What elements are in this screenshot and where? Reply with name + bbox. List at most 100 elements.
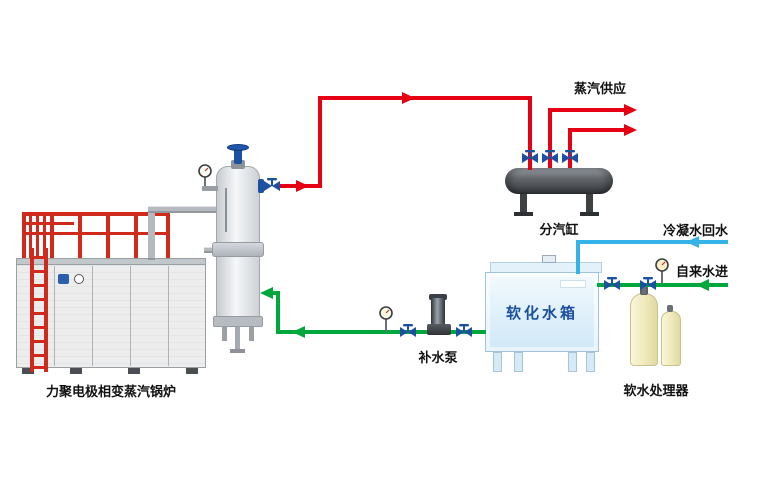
- boiler-ladder-rung: [30, 270, 48, 273]
- boiler-railing-mesh-bar: [29, 214, 32, 258]
- label-steam-header: 分汽缸: [539, 223, 579, 238]
- valve-icon: [264, 178, 280, 191]
- steam-pipe-drop-to-header: [528, 96, 532, 170]
- steam-vessel-flange-band: [212, 242, 264, 257]
- label-steam-supply: 蒸汽供应: [574, 82, 627, 97]
- tank-leg: [586, 352, 595, 372]
- boiler-railing-mesh-bar: [36, 214, 39, 258]
- pump-motor-body: [431, 298, 445, 325]
- soft-water-processor-brine-cap: [667, 305, 673, 312]
- steam-supply-stub-2: [568, 130, 572, 168]
- boiler-railing-post: [22, 212, 26, 258]
- steam-supply-line-1: [548, 108, 628, 112]
- valve-icon: [522, 150, 538, 163]
- steam-pipe-main-run: [318, 96, 532, 100]
- vessel-top-valve-collar: [231, 160, 245, 169]
- feed-pump: [427, 294, 451, 336]
- boiler-railing-mid: [22, 232, 170, 235]
- flow-arrow-right-icon: [624, 104, 637, 116]
- pump-base: [427, 324, 451, 335]
- steam-vessel-sight-glass: [225, 188, 227, 232]
- boiler-ladder-rung: [30, 326, 48, 329]
- steam-header-foot: [580, 212, 599, 216]
- softened-water-tank-label: 软化水箱: [505, 304, 578, 322]
- flow-arrow-left-icon: [686, 236, 699, 248]
- tap-water-pipe-run: [597, 283, 728, 287]
- soft-water-processor-brine-tank: [661, 311, 681, 366]
- condensate-pipe-drop: [576, 240, 580, 274]
- label-boiler: 力聚电极相变蒸汽锅炉: [45, 385, 176, 400]
- steam-header-foot: [514, 212, 533, 216]
- boiler-panel-line: [54, 266, 55, 366]
- condensate-pipe-run: [576, 240, 728, 244]
- label-condensate-return: 冷凝水回水: [662, 224, 728, 239]
- boiler-foot: [186, 368, 198, 374]
- tank-leg: [568, 352, 577, 372]
- pressure-gauge-icon: [379, 306, 393, 332]
- feed-water-pipe-riser: [276, 291, 280, 334]
- vessel-top-valve-handwheel-icon: [227, 144, 249, 151]
- boiler-control-box: [58, 274, 69, 284]
- boiler-railing-low-left: [22, 222, 74, 225]
- boiler-panel-line: [168, 266, 169, 366]
- vessel-left-fitting: [202, 186, 218, 191]
- flow-arrow-right-icon: [402, 92, 415, 104]
- steam-supply-stub-1: [548, 110, 552, 168]
- boiler-to-vessel-pipe-vertical: [148, 206, 155, 260]
- tank-leg: [493, 352, 502, 372]
- steam-vessel-leg: [222, 327, 227, 341]
- label-tap-water-inlet: 自来水进: [675, 265, 728, 280]
- boiler-gauge-icon: [74, 274, 84, 284]
- steam-vessel-leg: [249, 327, 254, 341]
- boiler-railing-post: [134, 212, 138, 258]
- steam-vessel-drain-foot: [230, 349, 245, 353]
- boiler-railing-post: [166, 212, 170, 258]
- boiler-railing-top: [22, 212, 170, 216]
- flow-arrow-right-icon: [624, 124, 637, 136]
- label-soft-water-processor: 软水处理器: [623, 384, 689, 399]
- steam-pipe-riser: [318, 96, 322, 188]
- processor-inlet-stem: [642, 287, 646, 294]
- vessel-outlet-flange: [258, 179, 264, 193]
- steam-header-body: [505, 168, 613, 194]
- boiler-ladder-rung: [30, 298, 48, 301]
- feed-water-pipe-run: [276, 330, 486, 334]
- steam-header-leg: [520, 192, 527, 214]
- boiler-ladder-rung: [30, 340, 48, 343]
- boiler-panel-line: [130, 266, 131, 366]
- flow-arrow-right-icon: [296, 180, 309, 192]
- boiler-foot: [22, 368, 34, 374]
- boiler-railing-post: [50, 212, 54, 258]
- boiler-to-vessel-pipe-lower: [204, 247, 218, 253]
- boiler-to-vessel-pipe-horizontal: [148, 206, 220, 213]
- soft-water-processor-tall-tank: [630, 293, 658, 366]
- boiler-ladder-rung: [30, 284, 48, 287]
- valve-icon: [604, 277, 620, 290]
- valve-icon: [400, 324, 416, 337]
- steam-supply-line-2: [568, 128, 628, 132]
- pump-motor-cap: [429, 294, 447, 300]
- vessel-top-valve-stem: [234, 148, 242, 164]
- boiler-cabinet-top-strip: [16, 258, 206, 265]
- boiler-ladder-rung: [30, 256, 48, 259]
- boiler-ladder-rail: [30, 248, 34, 372]
- flow-arrow-left-icon: [260, 287, 273, 299]
- flow-arrow-left-icon: [292, 326, 305, 338]
- feed-water-pipe-inlet: [270, 291, 280, 295]
- boiler-panel-line: [92, 266, 93, 366]
- softened-water-tank-sticker: [560, 280, 586, 288]
- steam-header-leg: [586, 192, 593, 214]
- boiler-ladder-rung: [30, 312, 48, 315]
- valve-icon: [562, 150, 578, 163]
- boiler-foot: [128, 368, 140, 374]
- boiler-railing-mesh-bar: [43, 214, 46, 258]
- valve-icon: [542, 150, 558, 163]
- steam-vessel-base: [213, 316, 263, 327]
- label-feed-pump: 补水泵: [418, 351, 458, 366]
- boiler-ladder-rung: [30, 354, 48, 357]
- flow-arrow-left-icon: [696, 279, 709, 291]
- tank-leg: [514, 352, 523, 372]
- boiler-foot: [70, 368, 82, 374]
- boiler-ladder-rung: [30, 366, 48, 369]
